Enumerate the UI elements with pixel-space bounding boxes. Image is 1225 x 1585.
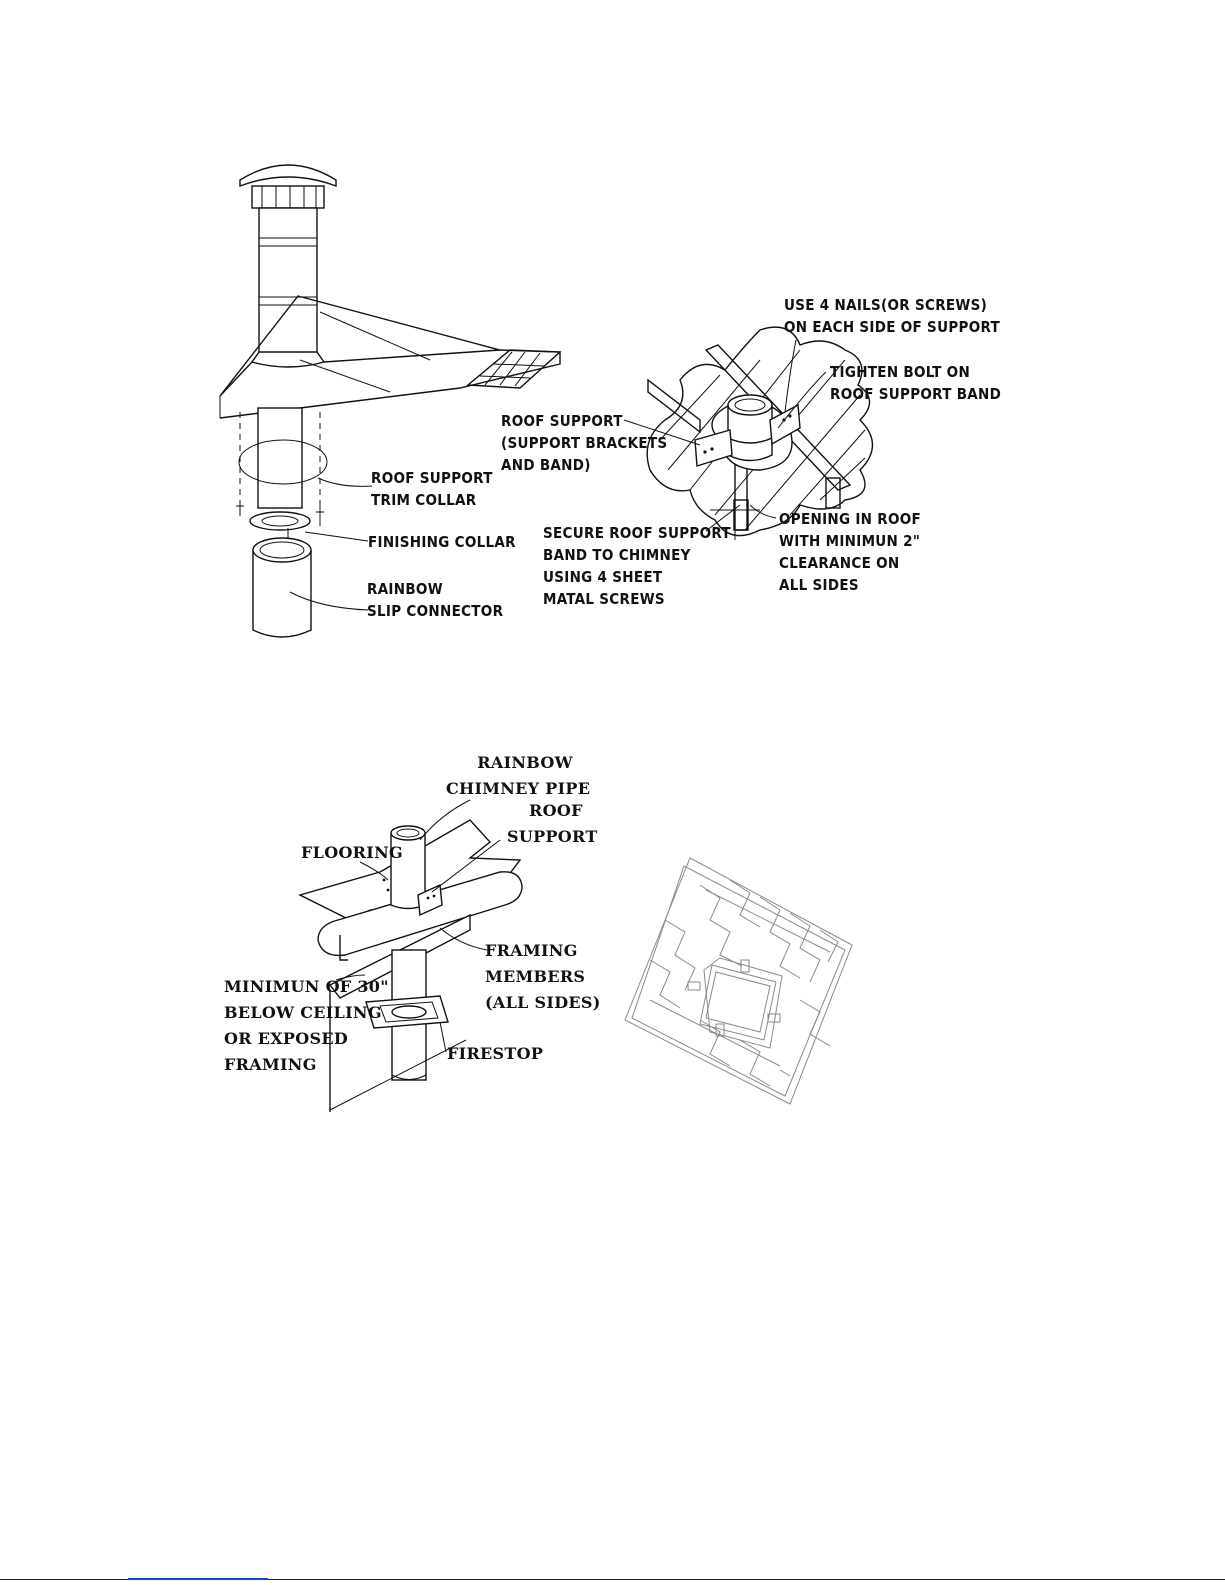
label-roof-support-trim-collar: ROOF SUPPORT TRIM COLLAR xyxy=(371,469,493,509)
label-tighten-bolt: TIGHTEN BOLT ON ROOF SUPPORT BAND xyxy=(830,363,1002,403)
label-use-4-nails: USE 4 NAILS(OR SCREWS) ON EACH SIDE OF S… xyxy=(784,296,1001,336)
label-rainbow-slip-connector: RAINBOW SLIP CONNECTOR xyxy=(367,580,504,620)
label-opening-in-roof: OPENING IN ROOF WITH MINIMUN 2" CLEARANC… xyxy=(779,510,922,594)
figure2-roof-support-detail xyxy=(623,326,874,540)
figure4-roof-plan xyxy=(624,857,853,1105)
label-flooring: FLOORING xyxy=(301,843,403,862)
label-secure-roof-support-band: SECURE ROOF SUPPORT BAND TO CHIMNEY USIN… xyxy=(543,524,731,608)
label-rainbow-chimney-pipe: RAINBOW CHIMNEY PIPE xyxy=(446,753,591,798)
label-minimun-30: MINIMUN OF 30" BELOW CEILING OR EXPOSED … xyxy=(224,977,389,1074)
figure1-chimney-assembly xyxy=(219,164,562,638)
figure3-framing-detail xyxy=(298,799,523,1112)
label-roof-support-brackets: ROOF SUPPORT (SUPPORT BRACKETS AND BAND) xyxy=(501,412,668,474)
label-roof-support-fig3: ROOF SUPPORT xyxy=(507,801,598,846)
footer-link-underline[interactable] xyxy=(128,1578,268,1580)
label-framing-members: FRAMING MEMBERS (ALL SIDES) xyxy=(485,941,601,1012)
footer-rule xyxy=(0,1579,1225,1580)
label-finishing-collar: FINISHING COLLAR xyxy=(368,533,516,551)
label-firestop: FIRESTOP xyxy=(447,1044,544,1063)
